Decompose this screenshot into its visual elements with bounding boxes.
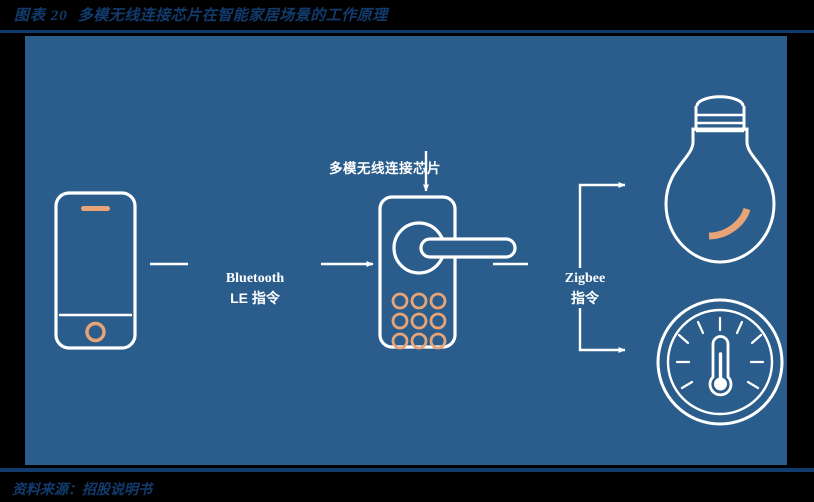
connector-lock-to-bulb (578, 182, 626, 268)
exhibit-title-text: 多模无线连接芯片在智能家居场景的工作原理 (77, 8, 388, 24)
bluetooth-label-line2: LE 指令 (230, 289, 280, 306)
smart-door-lock-icon (378, 195, 517, 350)
smartphone-icon (54, 191, 137, 350)
footer-divider (0, 468, 814, 472)
zigbee-command-label: Zigbee 指令 (530, 270, 640, 308)
header-divider (0, 30, 814, 33)
figure-panel: 多模无线连接芯片 Bluetooth LE 指令 Zigbee 指令 (25, 36, 787, 465)
connector-lock-to-thermostat (578, 308, 626, 353)
exhibit-number: 图表 20 (14, 8, 68, 24)
source-note: 资料来源：招股说明书 (12, 483, 152, 498)
zigbee-label-line1: Zigbee (564, 271, 606, 286)
zigbee-label-line2: 指令 (571, 289, 599, 306)
chip-label: 多模无线连接芯片 (329, 161, 441, 176)
light-bulb-icon (664, 95, 776, 264)
bluetooth-label-line1: Bluetooth (225, 271, 285, 286)
diagram-canvas (54, 95, 784, 426)
thermostat-icon (656, 298, 784, 426)
page-title: 图表 20 多模无线连接芯片在智能家居场景的工作原理 (14, 4, 388, 25)
bluetooth-command-label: Bluetooth LE 指令 (190, 270, 320, 308)
exhibit-header: 图表 20 多模无线连接芯片在智能家居场景的工作原理 (0, 0, 814, 34)
